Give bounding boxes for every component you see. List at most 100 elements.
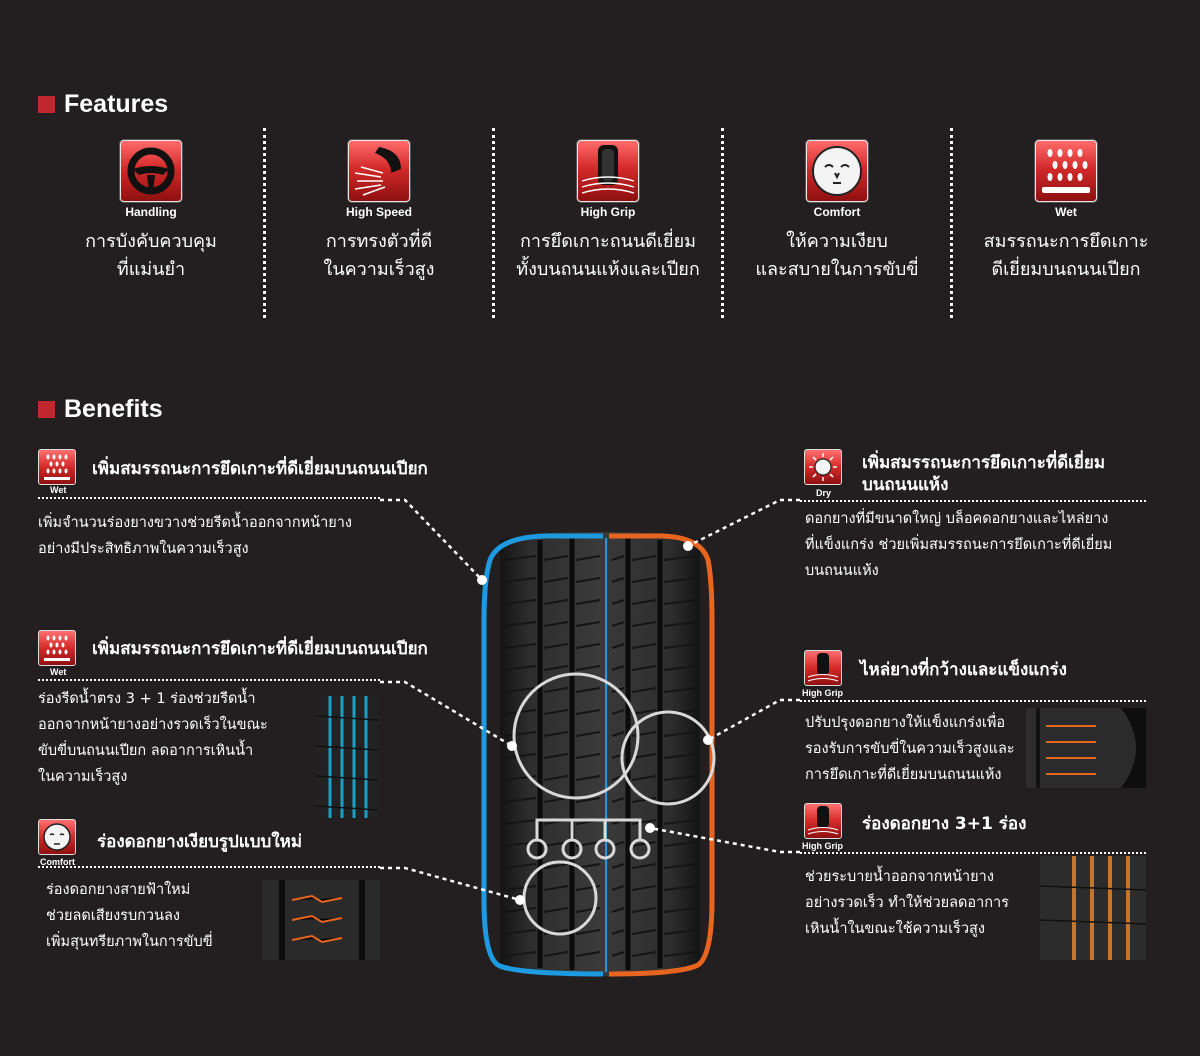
tread-sipe [631,863,657,869]
tread-sipe [663,885,697,891]
tread-sipe [611,709,625,715]
benefit-line: ในความเร็วสูง [38,769,128,785]
groove-photo [1040,856,1146,960]
tread-sipe [611,929,625,935]
benefit-line: รองรับการขับขี่ในความเร็วสูงและ [805,741,1015,757]
benefit-line: ขับขี่บนถนนเปียก ลดอาการเหินน้ำ [38,743,254,759]
feature-divider [492,128,495,318]
tread-sipe [575,797,601,803]
benefit-icon-caption: High Grip [802,841,843,851]
tread-sipe [611,555,625,561]
tread-sipe [543,907,569,913]
benefit-divider [800,852,1146,854]
benefit-icon-caption: Comfort [40,857,75,867]
tread-sipe [575,709,601,715]
benefit-text: เพิ่มจำนวนร่องยางขวางช่วยรีดน้ำออกจากหน้… [38,510,352,562]
tread-sipe [663,951,697,957]
feature-caption: High Grip [580,205,636,219]
tread-sipe [663,577,697,583]
silent-groove-photo [262,880,380,960]
benefit-line: อย่างมีประสิทธิภาพในความเร็วสูง [38,541,249,557]
tread-sipe [663,731,697,737]
wet-rain-icon [38,449,76,485]
tread-sipe [543,599,569,605]
high-grip-icon [804,803,842,839]
feature-line: ดีเยี่ยมบนถนนเปียก [991,259,1141,280]
benefit-icon-caption: Dry [816,488,832,498]
tread-sipe [575,687,601,693]
tread-sipe [503,643,537,649]
benefit-icon-caption: Wet [50,667,67,677]
feature-handling: Handling การบังคับควบคุม ที่แม่นยำ [36,140,266,284]
tread-sipe [575,775,601,781]
tread-sipe [503,863,537,869]
tread-sipe [611,643,625,649]
feature-line: ทั้งบนถนนแห้งและเปียก [516,259,700,280]
tread-sipe [611,731,625,737]
benefit-text: ช่วยระบายน้ำออกจากหน้ายาง อย่างรวดเร็ว ท… [805,864,1009,942]
tread-sipe [503,819,537,825]
tire-body [500,532,700,976]
tread-sipe [503,731,537,737]
tread-sipe [631,797,657,803]
sun-dry-icon [804,449,842,485]
tread-sipe [575,555,601,561]
tread-side-photo [316,696,378,818]
tread-sipe [543,885,569,891]
tread-sipe [631,951,657,957]
benefit-title: เพิ่มสมรรถนะการยึดเกาะที่ดีเยี่ยม บนถนนแ… [862,452,1105,496]
benefit-line: ช่วยลดเสียงรบกวนลง [46,908,180,924]
tread-sipe [663,621,697,627]
feature-caption: Wet [1055,205,1077,219]
benefit-title: ไหล่ยางที่กว้างและแข็งแกร่ง [860,660,1067,680]
benefit-line: ร่องรีดน้ำตรง 3 + 1 ร่องช่วยรีดน้ำ [38,691,256,707]
high-speed-icon [348,140,410,202]
tread-sipe [631,687,657,693]
tread-sipe [543,731,569,737]
benefit-line: ออกจากหน้ายางอย่างรวดเร็วในขณะ [38,717,268,733]
tread-sipe [575,577,601,583]
feature-caption: Handling [125,205,177,219]
benefit-line: เพิ่มจำนวนร่องยางขวางช่วยรีดน้ำออกจากหน้… [38,515,352,531]
tread-sipe [503,665,537,671]
benefit-line: ที่แข็งแกร่ง ช่วยเพิ่มสมรรถนะการยึดเกาะท… [805,537,1113,553]
benefit-icon-caption: Wet [50,485,67,495]
tread-sipe [503,687,537,693]
tread-sipe [503,929,537,935]
tread-sipe [611,885,625,891]
feature-description: การบังคับควบคุม ที่แม่นยำ [36,228,266,284]
tread-sipe [663,753,697,759]
benefit-title: เพิ่มสมรรถนะการยึดเกาะที่ดีเยี่ยมบนถนนเป… [92,459,428,479]
feature-line: และสบายในการขับขี่ [755,259,919,280]
benefit-title-line: เพิ่มสมรรถนะการยึดเกาะที่ดีเยี่ยม [862,453,1106,473]
tread-sipe [543,951,569,957]
tread-sipe [663,687,697,693]
tread-sipe [663,599,697,605]
tread-sipe [575,907,601,913]
tread-sipe [503,753,537,759]
benefit-line: ปรับปรุงดอกยางให้แข็งแกร่งเพื่อ [805,715,1006,731]
tread-sipe [575,599,601,605]
tread-sipe [611,621,625,627]
tread-sipe [575,753,601,759]
tread-sipe [631,907,657,913]
feature-divider [950,128,953,318]
benefit-line: เหินน้ำในขณะใช้ความเร็วสูง [805,921,985,937]
tread-sipe [543,709,569,715]
tread-sipe [631,709,657,715]
tread-sipe [663,841,697,847]
tread-sipe [611,951,625,957]
benefit-text: ร่องรีดน้ำตรง 3 + 1 ร่องช่วยรีดน้ำ ออกจา… [38,686,268,790]
tread-sipe [503,797,537,803]
shoulder-photo [1026,708,1146,788]
tread-sipe [543,753,569,759]
tread-sipe [575,665,601,671]
tread-sipe [663,555,697,561]
tread-sipe [663,907,697,913]
tread-sipe [575,951,601,957]
tread-sipe [503,951,537,957]
feature-divider [721,128,724,318]
tread-sipe [631,643,657,649]
heading-marker [38,401,55,418]
tread-sipe [543,665,569,671]
